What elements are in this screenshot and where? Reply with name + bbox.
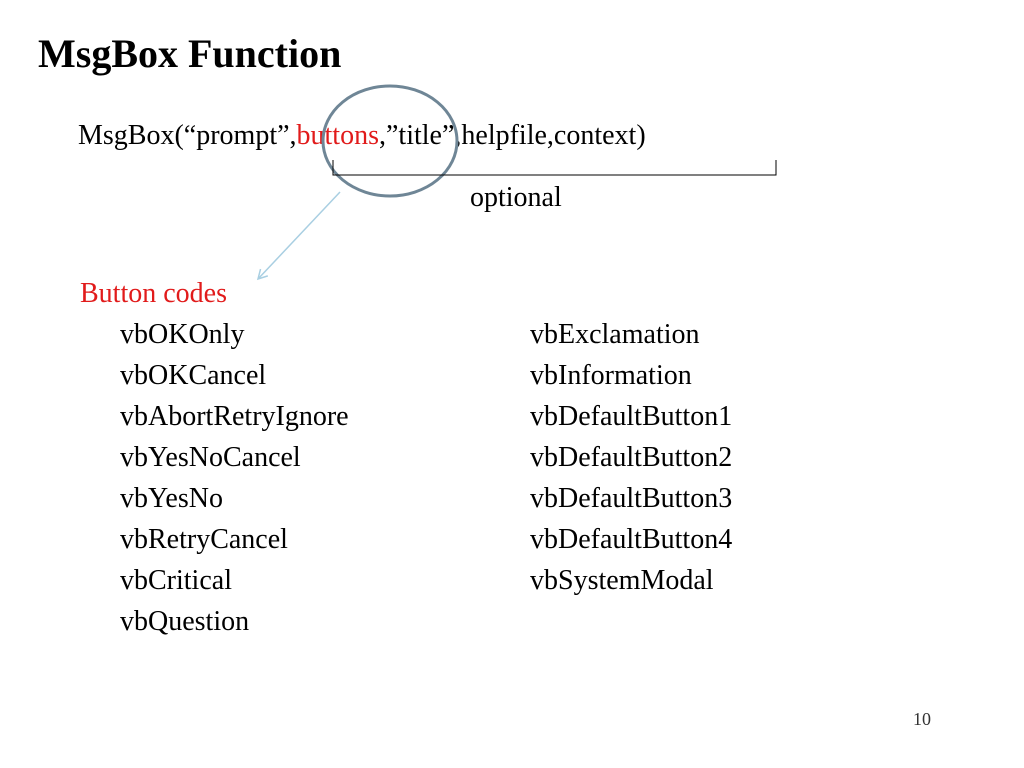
list-item: vbYesNoCancel [120, 442, 301, 473]
optional-label: optional [470, 182, 562, 213]
list-item: vbSystemModal [530, 565, 714, 596]
optional-bracket [332, 160, 777, 176]
list-item: vbQuestion [120, 606, 250, 637]
list-item: vbOKCancel [120, 360, 267, 391]
button-codes-right-column: vbExclamation vbInformation vbDefaultBut… [530, 317, 732, 604]
list-item: vbDefaultButton3 [530, 483, 733, 514]
msgbox-syntax: MsgBox(“prompt”,buttons,”title”,helpfile… [78, 118, 646, 154]
list-item: vbOKOnly [120, 319, 245, 350]
list-item: vbExclamation [530, 319, 700, 350]
syntax-buttons-argument: buttons [296, 120, 379, 151]
list-item: vbCritical [120, 565, 232, 596]
list-item: vbDefaultButton2 [530, 442, 733, 473]
list-item: vbDefaultButton1 [530, 401, 733, 432]
slide-title: MsgBox Function [38, 31, 342, 76]
list-item: vbInformation [530, 360, 692, 391]
list-item: vbAbortRetryIgnore [120, 401, 349, 432]
syntax-suffix: ,”title”,helpfile,context) [379, 120, 646, 151]
page-number: 10 [913, 709, 931, 729]
button-codes-left-column: vbOKOnly vbOKCancel vbAbortRetryIgnore v… [120, 317, 349, 645]
list-item: vbRetryCancel [120, 524, 288, 555]
syntax-prefix: MsgBox(“prompt”, [78, 120, 297, 151]
button-codes-heading: Button codes [80, 278, 227, 309]
list-item: vbDefaultButton4 [530, 524, 733, 555]
list-item: vbYesNo [120, 483, 223, 514]
pointer-arrow [256, 191, 341, 281]
